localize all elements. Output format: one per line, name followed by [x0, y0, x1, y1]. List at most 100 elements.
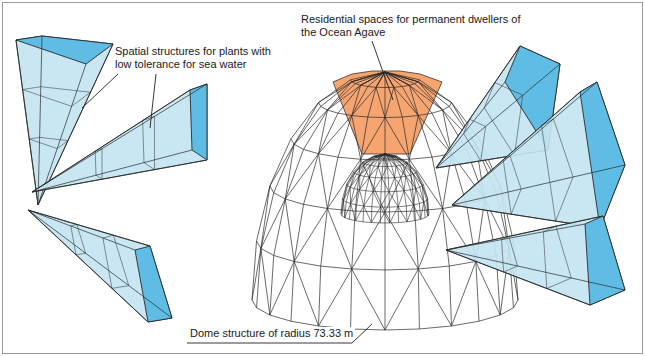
- pyramid-body: [446, 216, 625, 305]
- dome-strut: [368, 86, 376, 88]
- dome-strut: [418, 82, 442, 110]
- inner-dome-strut: [389, 178, 395, 192]
- dome-strut: [319, 269, 352, 326]
- inner-dome-strut: [410, 189, 415, 190]
- inner-dome-strut: [396, 166, 401, 177]
- dome-strut: [261, 248, 274, 255]
- dome-strut: [257, 241, 261, 249]
- inner-dome-strut: [384, 154, 385, 158]
- inner-dome-strut: [365, 157, 376, 163]
- dome-strut: [402, 85, 409, 86]
- pyramid-edge: [32, 90, 190, 192]
- dome-strut: [368, 117, 385, 119]
- dome-strut: [409, 116, 418, 160]
- inner-dome-strut: [381, 207, 390, 223]
- dome-strut: [294, 261, 318, 326]
- dome-strut: [285, 144, 294, 199]
- pyramid-grid: [503, 156, 521, 214]
- inner-dome-strut: [421, 218, 426, 220]
- pyramid-body: [452, 82, 625, 228]
- inner-dome-strut: [343, 200, 346, 202]
- dome-strut: [351, 329, 385, 330]
- inner-dome-strut: [373, 191, 380, 207]
- leader-line: [187, 324, 372, 343]
- dome-strut: [338, 116, 352, 158]
- pyramid-edge: [28, 210, 150, 246]
- leader-lines: [82, 41, 393, 343]
- pyramid-face: [16, 36, 113, 64]
- inner-dome-strut: [383, 158, 384, 166]
- inner-dome-strut: [374, 158, 379, 166]
- inner-dome-strut: [396, 156, 407, 162]
- inner-dome-strut: [355, 164, 365, 173]
- inner-dome-strut: [395, 166, 396, 178]
- inner-dome-strut: [382, 167, 388, 178]
- dome-strut: [304, 149, 319, 153]
- pyramid-edge: [446, 224, 585, 250]
- inner-dome-strut: [427, 198, 429, 215]
- pyramid-face: [190, 84, 207, 160]
- pyramid-grid: [484, 83, 523, 156]
- inner-dome-strut: [348, 186, 350, 188]
- inner-dome-strut: [346, 187, 350, 202]
- dome-strut: [257, 308, 270, 315]
- dome-strut: [385, 72, 419, 80]
- inner-dome-strut: [376, 154, 385, 157]
- dome-strut: [319, 116, 352, 154]
- inner-dome-strut: [413, 173, 415, 174]
- dome-strut: [361, 118, 385, 160]
- dome-strut: [294, 144, 303, 149]
- dome-strut: [274, 193, 286, 199]
- inner-dome-strut: [373, 178, 382, 192]
- dome-strut: [409, 157, 432, 159]
- inner-dome-strut: [421, 202, 424, 219]
- callout-label: Residential spaces for permanent dweller…: [299, 13, 529, 39]
- dome-strut: [385, 160, 386, 212]
- pyramid-structure: [28, 210, 172, 322]
- inner-dome-strut: [419, 202, 423, 204]
- inner-dome-strut: [369, 177, 373, 191]
- inner-dome-strut: [360, 176, 365, 189]
- inner-dome-strut: [366, 190, 373, 192]
- dome-strut: [261, 199, 285, 248]
- pyramid-grid: [543, 226, 571, 288]
- dome-strut: [319, 266, 321, 326]
- inner-dome-strut: [379, 154, 385, 158]
- inner-dome-strut: [398, 207, 407, 222]
- inner-dome-strut: [360, 190, 364, 206]
- inner-dome-strut: [428, 198, 429, 214]
- pyramid-edge: [446, 250, 590, 305]
- inner-dome-strut: [385, 154, 396, 157]
- pyramid-edge: [28, 210, 172, 318]
- pyramid-face: [580, 82, 625, 228]
- inner-dome-strut: [423, 184, 427, 198]
- dome-strut: [270, 315, 291, 321]
- inner-dome-strut: [406, 206, 408, 222]
- inner-dome-strut: [374, 165, 378, 166]
- dome-strut: [385, 72, 409, 85]
- dome-strut: [361, 159, 385, 212]
- inner-dome-strut: [400, 165, 406, 176]
- pyramid-grid: [502, 236, 518, 272]
- inner-dome-strut: [397, 190, 404, 192]
- pyramid-structure: [452, 82, 625, 228]
- inner-dome-strut: [360, 165, 370, 175]
- inner-dome-strut: [404, 189, 410, 191]
- dome-strut: [327, 82, 351, 110]
- inner-dome-strut: [407, 205, 413, 222]
- dome-strut: [402, 86, 418, 115]
- dome-strut: [270, 139, 291, 186]
- dome-strut: [418, 82, 449, 107]
- dome-strut: [352, 212, 385, 269]
- inner-dome-strut: [399, 221, 407, 223]
- pyramid-grid: [23, 87, 91, 107]
- dome-strut: [402, 116, 418, 117]
- inner-dome-strut: [364, 191, 366, 206]
- dome-strut: [319, 110, 328, 154]
- inner-dome-strut: [363, 206, 365, 222]
- dome-strut: [352, 82, 355, 84]
- dome-strut: [415, 82, 418, 84]
- inner-dome-strut: [357, 190, 360, 205]
- inner-dome-strut: [371, 207, 380, 222]
- dome-strut: [327, 159, 360, 208]
